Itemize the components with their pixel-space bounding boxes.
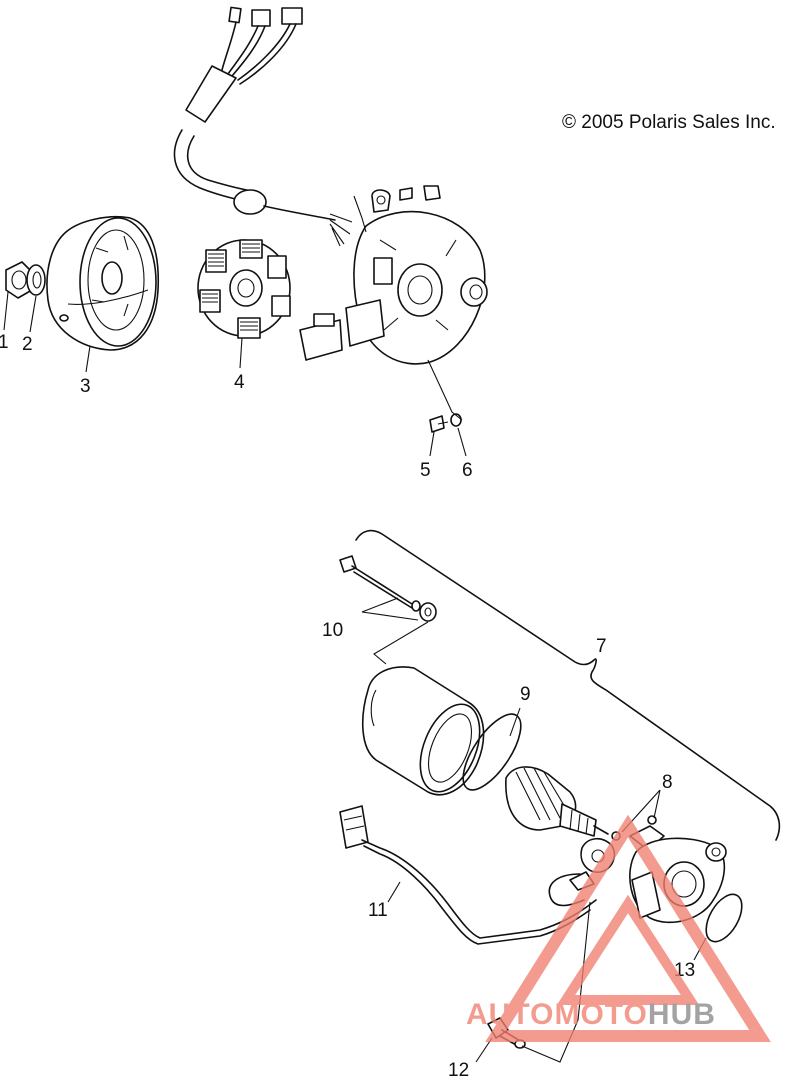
leader-10 [361, 597, 419, 621]
callout-4: 4 [234, 372, 245, 393]
flywheel-washer [26, 264, 46, 296]
watermark-text: AUTOMOTOHUB [466, 998, 716, 1031]
callout-12: 12 [448, 1060, 469, 1077]
callout-2: 2 [22, 334, 33, 355]
o-ring-13 [705, 893, 743, 943]
leader-9 [509, 707, 521, 737]
copyright-notice: © 2005 Polaris Sales Inc. [562, 112, 776, 133]
armature [505, 766, 609, 837]
wire-harness [173, 6, 353, 247]
leaders-upper [3, 291, 467, 457]
callout-6: 6 [462, 460, 473, 481]
starter-assembly-bracket [355, 529, 781, 841]
stator-plate [299, 210, 486, 365]
callout-7: 7 [596, 636, 607, 657]
callout-1: 1 [0, 332, 9, 353]
starter-motor-housing [361, 666, 485, 796]
callout-8: 8 [662, 772, 673, 793]
plate-screw [429, 415, 449, 433]
leader-11 [387, 881, 401, 903]
callout-9: 9 [520, 684, 531, 705]
watermark-text-part2: HUB [648, 998, 716, 1031]
stator [197, 239, 291, 339]
through-bolt [339, 555, 437, 622]
callout-5: 5 [420, 460, 431, 481]
watermark-triangle-inner [556, 894, 700, 1005]
o-ring-9 [462, 713, 522, 791]
flywheel [46, 215, 160, 351]
leader-plate-hardware [427, 359, 463, 421]
oil-seal [460, 277, 488, 307]
watermark-text-part1: AUTOMOTO [466, 998, 648, 1031]
watermark-logo: AUTOMOTOHUB [466, 814, 771, 1042]
callout-11: 11 [368, 900, 388, 921]
callout-3: 3 [80, 376, 91, 397]
watermark-triangle-outer [485, 814, 771, 1042]
clamp-and-screws [353, 185, 441, 233]
bolt-path [373, 621, 429, 665]
callout-10: 10 [322, 620, 343, 641]
